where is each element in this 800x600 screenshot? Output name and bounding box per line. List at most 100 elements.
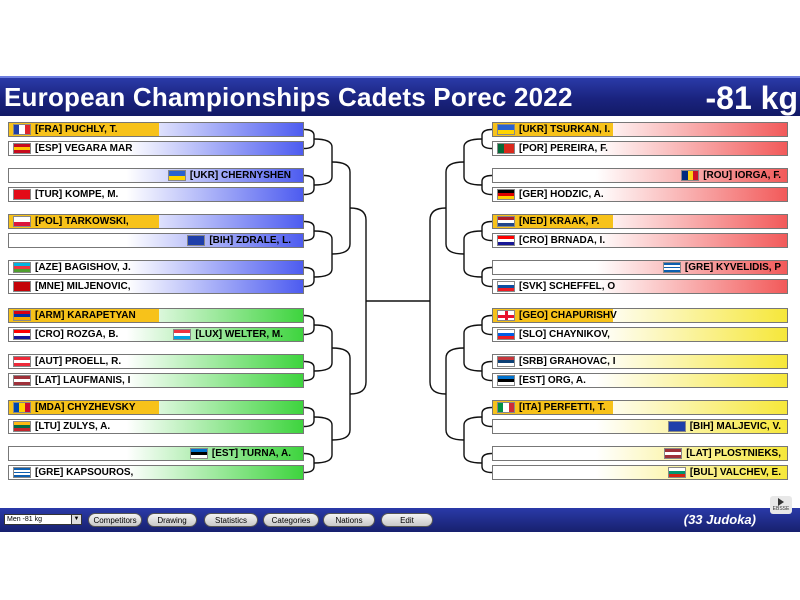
competitors-button[interactable]: Competitors (88, 513, 142, 527)
bracket-r1-line (481, 360, 493, 382)
competitor-slot[interactable]: [GRE] KAPSOUROS, (8, 465, 304, 480)
competitor-slot[interactable]: [AZE] BAGISHOV, J. (8, 260, 304, 275)
flag-icon-cro (497, 235, 515, 246)
competitor-slot[interactable]: [GER] HODZIC, A. (492, 187, 788, 202)
competitor-slot[interactable]: [SVK] SCHEFFEL, O (492, 279, 788, 294)
competitor-slot[interactable]: [ESP] VEGARA MAR (8, 141, 304, 156)
competitor-slot[interactable]: [EST] ORG, A. (492, 373, 788, 388)
competitor-slot[interactable]: [CRO] BRNADA, I. (492, 233, 788, 248)
competitor-name: [GER] HODZIC, A. (519, 189, 604, 200)
flag-icon-aut (13, 356, 31, 367)
competitor-slot[interactable]: [ITA] PERFETTI, T. (492, 400, 788, 415)
competitor-name: [BUL] VALCHEV, E. (689, 467, 781, 478)
bracket-r1-line (481, 220, 493, 242)
competitor-name: [EST] TURNA, A. (211, 448, 291, 459)
flag-icon-ita (497, 402, 515, 413)
bracket-r1-line (303, 220, 315, 242)
winner-highlight (493, 123, 613, 136)
statistics-button[interactable]: Statistics (204, 513, 258, 527)
competitor-slot[interactable]: [EST] TURNA, A. (8, 446, 304, 461)
flag-icon-lat (13, 375, 31, 386)
flag-icon-esp (13, 143, 31, 154)
edit-button[interactable]: Edit (381, 513, 433, 527)
competitor-slot[interactable]: [UKR] CHERNYSHEN (8, 168, 304, 183)
competitor-slot[interactable]: [BIH] ZDRALE, L. (8, 233, 304, 248)
competitor-slot[interactable]: [POR] PEREIRA, F. (492, 141, 788, 156)
competitor-slot[interactable]: [AUT] PROELL, R. (8, 354, 304, 369)
competitor-slot[interactable]: [GEO] CHAPURISHV (492, 308, 788, 323)
bracket-r3-line (445, 161, 465, 255)
winner-highlight (9, 215, 159, 228)
flag-icon-est (189, 448, 208, 459)
bracket-r3-line (331, 347, 351, 441)
competitor-slot[interactable]: [CRO] ROZGA, B.[LUX] WELTER, M. (8, 327, 304, 342)
competitor-name: [CRO] ROZGA, B. (35, 329, 119, 340)
flag-icon-gre (662, 262, 681, 273)
footer-toolbar: Men -81 kg ▼ Competitors Drawing Statist… (0, 508, 800, 532)
bracket-r3-line (331, 161, 351, 255)
bracket-r1-line (303, 360, 315, 382)
judo-bracket-frame: European Championships Cadets Porec 2022… (0, 76, 800, 532)
bracket-r1-line (481, 266, 493, 288)
competitor-slot[interactable]: [UKR] TSURKAN, I. (492, 122, 788, 137)
competitor-slot[interactable]: [ROU] IORGA, F. (492, 168, 788, 183)
bracket-r2-line (463, 138, 483, 186)
competitor-name: [POR] PEREIRA, F. (519, 143, 608, 154)
flag-icon-gre (13, 467, 31, 478)
bracket-r2-line (313, 324, 333, 372)
winner-highlight (9, 401, 159, 414)
flag-icon-aze (13, 262, 31, 273)
flag-icon-tur (13, 189, 31, 200)
chevron-down-icon: ▼ (71, 515, 81, 524)
competitor-slot[interactable]: [LAT] PLOSTNIEKS, (492, 446, 788, 461)
competitor-name: [UKR] TSURKAN, I. (519, 124, 611, 135)
competitor-slot[interactable]: [MNE] MILJENOVIC, (8, 279, 304, 294)
flag-icon-slo (497, 329, 515, 340)
judoka-count: (33 Judoka) (683, 512, 756, 527)
flag-icon-ned (497, 216, 515, 227)
bracket-r1-line (303, 266, 315, 288)
competitor-slot[interactable]: [SLO] CHAYNIKOV, (492, 327, 788, 342)
flag-icon-por (497, 143, 515, 154)
flag-icon-ltu (13, 421, 31, 432)
flag-icon-ukr (167, 170, 186, 181)
weight-category: -81 kg (705, 80, 798, 116)
winner-highlight (9, 123, 159, 136)
flag-icon-rou (681, 170, 700, 181)
competitor-name: [LTU] ZULYS, A. (35, 421, 111, 432)
competitor-slot[interactable]: [LTU] ZULYS, A. (8, 419, 304, 434)
competitor-slot[interactable]: [TUR] KOMPE, M. (8, 187, 304, 202)
competitor-slot[interactable]: [GRE] KYVELIDIS, P (492, 260, 788, 275)
bracket-lines (303, 128, 493, 474)
bracket-r1-line (481, 314, 493, 336)
competitor-slot[interactable]: [NED] KRAAK, P. (492, 214, 788, 229)
nations-button[interactable]: Nations (323, 513, 375, 527)
competitor-slot[interactable]: [POL] TARKOWSKI, (8, 214, 304, 229)
bracket-r1-line (303, 452, 315, 474)
competitor-slot[interactable]: [ARM] KARAPETYAN (8, 308, 304, 323)
winner-highlight (9, 309, 159, 322)
bracket-r2-line (313, 138, 333, 186)
weight-select-value: Men -81 kg (7, 516, 43, 523)
competitor-name: [LAT] PLOSTNIEKS, (686, 448, 781, 459)
flag-icon-lux (173, 329, 192, 340)
weight-select[interactable]: Men -81 kg ▼ (4, 514, 82, 525)
flag-icon-bul (667, 467, 686, 478)
competitor-slot[interactable]: [BIH] MALJEVIC, V. (492, 419, 788, 434)
title-bar: European Championships Cadets Porec 2022… (0, 76, 800, 116)
competitor-slot[interactable]: [LAT] LAUFMANIS, I (8, 373, 304, 388)
flag-icon-mda (13, 402, 31, 413)
flag-icon-geo (497, 310, 515, 321)
bracket-r1-line (481, 174, 493, 196)
drawing-button[interactable]: Drawing (147, 513, 197, 527)
competitor-slot[interactable]: [SRB] GRAHOVAC, I (492, 354, 788, 369)
categories-button[interactable]: Categories (263, 513, 319, 527)
bracket-r1-line (303, 314, 315, 336)
competitor-slot[interactable]: [BUL] VALCHEV, E. (492, 465, 788, 480)
competitor-slot[interactable]: [MDA] CHYZHEVSKY (8, 400, 304, 415)
flag-icon-srb (497, 356, 515, 367)
flag-icon-bih (187, 235, 206, 246)
bracket-r1-line (303, 406, 315, 428)
bracket-semi-line (349, 207, 367, 395)
competitor-slot[interactable]: [FRA] PUCHLY, T. (8, 122, 304, 137)
